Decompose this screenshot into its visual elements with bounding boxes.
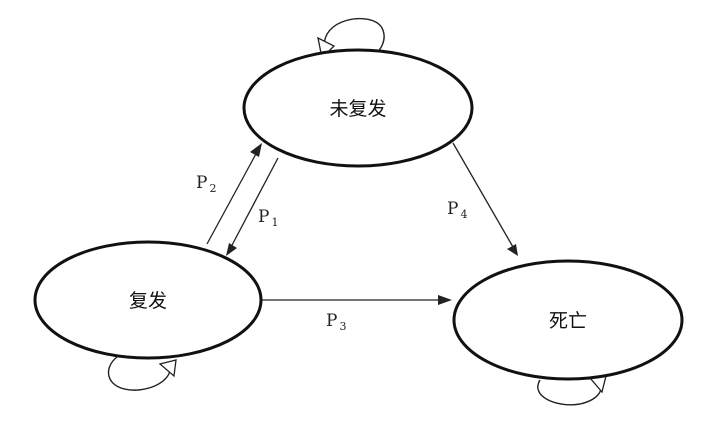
state-death: 死亡 [452, 259, 684, 381]
edge-relapsed-to-not-relapsed-arrowhead [250, 143, 262, 157]
state-death-label: 死亡 [549, 310, 587, 332]
self-loop-death [537, 379, 602, 406]
self-loop-relapsed-arrowhead [158, 359, 177, 378]
edge-not-relapsed-to-death [452, 142, 514, 248]
edge-relapsed-to-death-arrowhead [438, 295, 452, 305]
state-not-relapsed: 未复发 [242, 48, 474, 168]
edge-not-relapsed-to-relapsed [230, 157, 279, 248]
transition-label-p2-base: P [196, 173, 207, 193]
edge-not-relapsed-to-relapsed-arrowhead [226, 243, 237, 256]
transition-label-p1-sub: 1 [271, 216, 278, 229]
transition-label-p4-base: P [447, 199, 458, 219]
edge-not-relapsed-to-death-arrowhead [507, 244, 518, 256]
state-relapsed-label: 复发 [129, 290, 167, 312]
transition-label-p3-sub: 3 [339, 320, 346, 333]
state-not-relapsed-label: 未复发 [329, 98, 386, 120]
transition-label-p2-sub: 2 [209, 182, 216, 195]
edge-relapsed-to-not-relapsed [206, 151, 258, 245]
self-loop-relapsed [107, 355, 171, 391]
transition-label-p3-base: P [326, 311, 337, 331]
state-relapsed: 复发 [33, 240, 263, 360]
self-loop-not-relapsed [323, 17, 385, 57]
transition-label-p4-sub: 4 [460, 208, 467, 221]
transition-label-p1-base: P [258, 207, 269, 227]
